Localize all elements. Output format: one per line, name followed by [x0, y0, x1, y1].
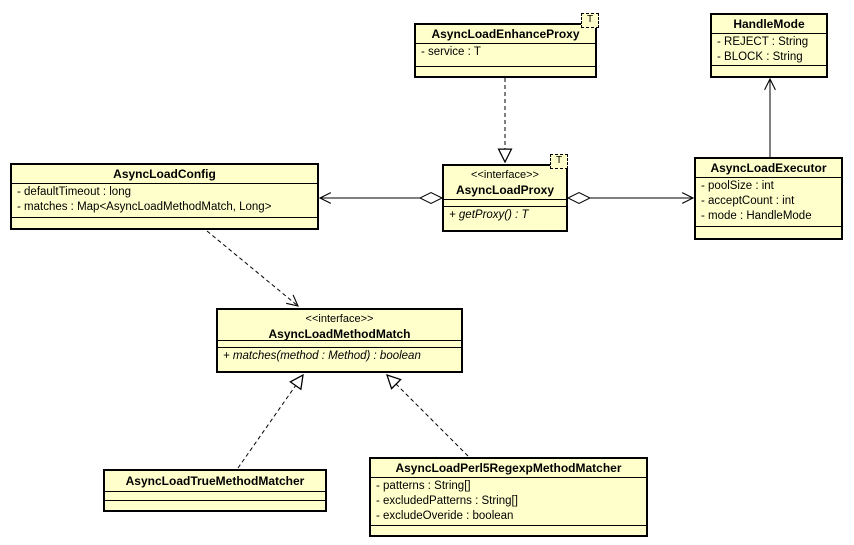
methods-compartment [105, 501, 325, 510]
attribute-line: - REJECT : String [717, 36, 809, 48]
methods-compartment: + getProxy() : T [444, 207, 566, 230]
class-header: <<interface>> AsyncLoadProxy [444, 166, 566, 200]
aggregation-diamond-left [418, 191, 444, 205]
methods-compartment: + matches(method : Method) : boolean [218, 348, 461, 371]
attribute-line: - mode : HandleMode [701, 210, 812, 222]
attribute-line: - service : T [421, 46, 481, 58]
class-name: HandleMode [712, 15, 826, 34]
class-async-load-executor[interactable]: AsyncLoadExecutor - poolSize : int - acc… [694, 157, 843, 240]
interface-async-load-proxy[interactable]: T <<interface>> AsyncLoadProxy + getProx… [442, 154, 568, 232]
dependency-config-to-methodmatch [206, 230, 298, 306]
attribute-line: - poolSize : int [701, 180, 774, 192]
attributes-compartment [105, 492, 325, 501]
attribute-line: - acceptCount : int [701, 195, 795, 207]
attribute-line: - defaultTimeout : long [17, 186, 131, 198]
interface-async-load-method-match[interactable]: <<interface>> AsyncLoadMethodMatch + mat… [216, 308, 463, 373]
template-param-badge: T [581, 13, 599, 28]
class-name: AsyncLoadProxy [455, 183, 555, 197]
attributes-compartment: - REJECT : String - BLOCK : String [712, 34, 826, 66]
class-async-load-perl5-regexp-method-matcher[interactable]: AsyncLoadPerl5RegexpMethodMatcher - patt… [369, 457, 648, 537]
class-async-load-true-method-matcher[interactable]: AsyncLoadTrueMethodMatcher [103, 469, 327, 512]
class-name: AsyncLoadConfig [12, 165, 317, 184]
stereotype-label: <<interface>> [471, 169, 539, 181]
attributes-compartment: - defaultTimeout : long - matches : Map<… [12, 184, 317, 218]
methods-compartment [416, 67, 595, 76]
attributes-compartment [444, 200, 566, 207]
method-line: + getProxy() : T [449, 209, 529, 221]
attribute-line: - matches : Map<AsyncLoadMethodMatch, Lo… [17, 201, 272, 213]
attributes-compartment [218, 341, 461, 348]
class-name: AsyncLoadExecutor [696, 159, 841, 178]
attributes-compartment: - poolSize : int - acceptCount : int - m… [696, 178, 841, 227]
class-async-load-enhance-proxy[interactable]: T AsyncLoadEnhanceProxy - service : T [414, 13, 599, 78]
methods-compartment [712, 66, 826, 76]
realization-truematcher-to-methodmatch [237, 375, 303, 469]
class-async-load-config[interactable]: AsyncLoadConfig - defaultTimeout : long … [10, 163, 319, 230]
attributes-compartment: - patterns : String[] - excludedPatterns… [371, 478, 646, 526]
class-header: <<interface>> AsyncLoadMethodMatch [218, 310, 461, 341]
realization-perl5matcher-to-methodmatch [387, 375, 469, 457]
class-name: AsyncLoadEnhanceProxy [416, 25, 595, 44]
class-name: AsyncLoadMethodMatch [268, 327, 411, 341]
methods-compartment [12, 218, 317, 228]
attribute-line: - BLOCK : String [717, 51, 803, 63]
method-line: + matches(method : Method) : boolean [223, 350, 421, 362]
class-name: AsyncLoadPerl5RegexpMethodMatcher [371, 459, 646, 478]
aggregation-diamond-right [566, 191, 592, 205]
class-handle-mode[interactable]: HandleMode - REJECT : String - BLOCK : S… [710, 13, 828, 78]
methods-compartment [371, 526, 646, 535]
attribute-line: - patterns : String[] [376, 480, 471, 492]
attribute-line: - excludeOveride : boolean [376, 510, 514, 522]
stereotype-label: <<interface>> [305, 313, 374, 325]
template-param-badge: T [550, 154, 568, 169]
attribute-line: - excludedPatterns : String[] [376, 495, 518, 507]
class-name: AsyncLoadTrueMethodMatcher [105, 471, 325, 492]
attributes-compartment: - service : T [416, 44, 595, 67]
methods-compartment [696, 227, 841, 238]
